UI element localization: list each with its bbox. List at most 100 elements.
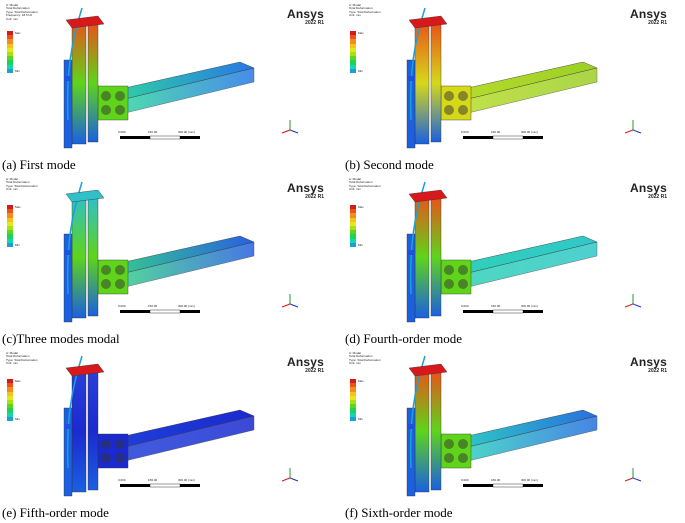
deformation-model bbox=[406, 7, 642, 149]
bolt-hole bbox=[444, 439, 454, 449]
legend-swatch bbox=[7, 47, 13, 52]
scale-bar-segment bbox=[463, 484, 493, 487]
legend-swatch bbox=[7, 213, 13, 218]
scale-bar-segment bbox=[120, 484, 150, 487]
legend-row bbox=[7, 56, 21, 61]
header-line: Frequency: 18.5 Hz bbox=[6, 13, 33, 18]
legend-swatch bbox=[7, 404, 13, 409]
bolt-hole bbox=[115, 105, 125, 115]
header-line: A: Modal bbox=[6, 177, 18, 181]
scale-label: 0.000 bbox=[461, 478, 469, 482]
brand-version: 2022 R1 bbox=[648, 368, 667, 374]
legend-row bbox=[7, 399, 21, 405]
panel-caption: (f) Sixth-order mode bbox=[345, 505, 453, 520]
legend-swatch bbox=[7, 221, 13, 226]
legend-row bbox=[350, 234, 364, 239]
triad-origin bbox=[631, 128, 635, 132]
header-line: Unit: mm bbox=[6, 187, 18, 192]
legend-row bbox=[350, 209, 364, 214]
header-line: Type: Total Deformation bbox=[6, 183, 38, 188]
legend-value: Min bbox=[15, 242, 20, 247]
legend-row bbox=[7, 47, 21, 52]
legend-swatch bbox=[350, 64, 356, 69]
legend-row bbox=[350, 35, 364, 40]
brand-version: 2022 R1 bbox=[648, 20, 667, 26]
scale-label: 150.00 bbox=[491, 478, 501, 482]
triad-origin bbox=[631, 476, 635, 480]
legend-value: Max bbox=[358, 379, 364, 384]
bolt-hole bbox=[101, 265, 111, 275]
legend-swatch bbox=[350, 68, 356, 73]
scale-bar-segment bbox=[492, 309, 524, 314]
top-cap bbox=[65, 189, 105, 203]
legend-swatch bbox=[7, 387, 13, 392]
legend-row bbox=[350, 391, 364, 396]
connector-block bbox=[440, 85, 472, 121]
legend-row bbox=[350, 408, 364, 413]
probe-tag bbox=[64, 250, 72, 255]
top-cap bbox=[408, 189, 448, 203]
legend-swatch bbox=[350, 238, 356, 243]
header-line: Unit: mm bbox=[6, 16, 18, 21]
scale-bar-segment bbox=[492, 135, 524, 140]
bolt-hole bbox=[458, 439, 468, 449]
legend-swatch bbox=[7, 39, 13, 44]
scale-bar-segment bbox=[523, 310, 543, 313]
legend-row bbox=[350, 404, 364, 409]
legend-row: Min bbox=[350, 242, 364, 247]
legend-value: Max bbox=[358, 205, 364, 210]
triad-x-axis bbox=[624, 303, 634, 308]
legend-value: Max bbox=[15, 31, 21, 36]
legend-swatch bbox=[7, 31, 13, 36]
triad-x-axis bbox=[281, 129, 291, 134]
legend-swatch bbox=[7, 205, 13, 210]
top-cap bbox=[408, 363, 448, 377]
legend-swatch bbox=[350, 31, 356, 36]
bolt-hole bbox=[458, 265, 468, 275]
scale-bar-segment bbox=[463, 310, 493, 313]
scale-label: 0.000 bbox=[461, 130, 469, 134]
legend-row: Max bbox=[7, 205, 21, 210]
brand-version: 2022 R1 bbox=[305, 194, 324, 200]
scale-bar-segment bbox=[523, 484, 543, 487]
scale-label: 150.00 bbox=[148, 130, 158, 134]
vertical-post bbox=[430, 371, 442, 491]
legend-row: Max bbox=[7, 379, 21, 384]
header-line: A: Modal bbox=[349, 177, 361, 181]
connector-block bbox=[440, 433, 472, 469]
legend-row bbox=[350, 399, 364, 405]
deformation-model bbox=[63, 181, 299, 323]
scale-label: 300.00 (mm) bbox=[521, 130, 539, 134]
legend-swatch bbox=[7, 391, 13, 396]
legend-row: Max bbox=[350, 205, 364, 210]
header-line: Unit: mm bbox=[6, 361, 18, 366]
legend-swatch bbox=[7, 238, 13, 243]
legend-row bbox=[7, 35, 21, 40]
legend-row bbox=[350, 395, 364, 400]
legend-row bbox=[7, 217, 21, 222]
triad-z-axis bbox=[289, 129, 299, 134]
brand-version: 2022 R1 bbox=[305, 20, 324, 26]
cable bbox=[409, 181, 426, 295]
legend-row: Min bbox=[7, 416, 21, 421]
scale-bar-segment bbox=[180, 484, 200, 487]
legend-row bbox=[350, 230, 364, 235]
legend-swatch bbox=[7, 379, 13, 384]
legend-value: Max bbox=[358, 31, 364, 36]
legend-value: Max bbox=[15, 379, 21, 384]
bolt-hole bbox=[115, 91, 125, 101]
